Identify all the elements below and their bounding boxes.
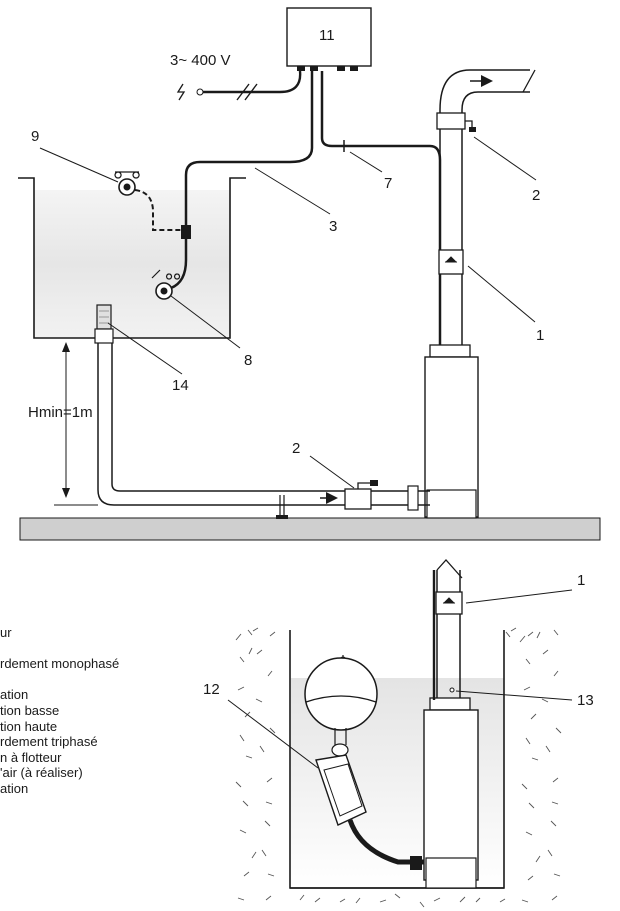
supply-voltage-label: 3~ 400 V	[170, 52, 230, 69]
ground-slab	[19, 517, 601, 541]
leader-lines-top	[39, 136, 537, 489]
pump-cable	[320, 71, 442, 354]
callout-12: 12	[203, 681, 220, 698]
callout-1-bottom: 1	[577, 572, 585, 589]
callout-8: 8	[244, 352, 252, 369]
float-switch-low	[151, 238, 188, 300]
suction-pipe	[94, 304, 430, 519]
height-dimension	[54, 342, 98, 506]
callout-11: 11	[319, 27, 335, 44]
callout-9: 9	[31, 128, 39, 145]
leader-lines-bottom	[227, 589, 573, 769]
legend-line: ur	[0, 625, 12, 640]
well-pump	[423, 559, 479, 889]
legend-line	[0, 641, 190, 657]
legend-line: rdement monophasé	[0, 656, 120, 672]
legend-line: tion haute	[0, 718, 58, 734]
cable-junction	[181, 225, 191, 239]
callout-14: 14	[172, 377, 189, 394]
callout-2-top: 2	[532, 187, 540, 204]
float-switch-high	[114, 171, 184, 231]
legend-line: tion basse	[0, 702, 60, 718]
legend: ur rdement monophasé ation tion basse ti…	[0, 625, 190, 797]
callout-13: 13	[577, 692, 594, 709]
power-supply-cable	[176, 70, 302, 101]
legend-line	[0, 672, 190, 688]
discharge-pipe	[436, 69, 536, 350]
callout-3: 3	[329, 218, 337, 235]
legend-line: rdement triphasé	[0, 734, 98, 750]
legend-line: 'air (à réaliser)	[0, 765, 83, 781]
height-label: Hmin=1m	[28, 404, 93, 421]
legend-line: ation	[0, 780, 29, 796]
tank	[18, 177, 246, 339]
legend-line: n à flotteur	[0, 749, 62, 765]
callout-2-bottom: 2	[292, 440, 300, 457]
well	[235, 627, 562, 908]
callout-1-top: 1	[536, 327, 544, 344]
float-switch-well	[304, 655, 424, 870]
control-box	[286, 7, 372, 71]
callout-7: 7	[384, 175, 392, 192]
legend-line: ation	[0, 687, 29, 703]
submersible-pump	[424, 344, 479, 519]
float-cable	[184, 60, 314, 225]
